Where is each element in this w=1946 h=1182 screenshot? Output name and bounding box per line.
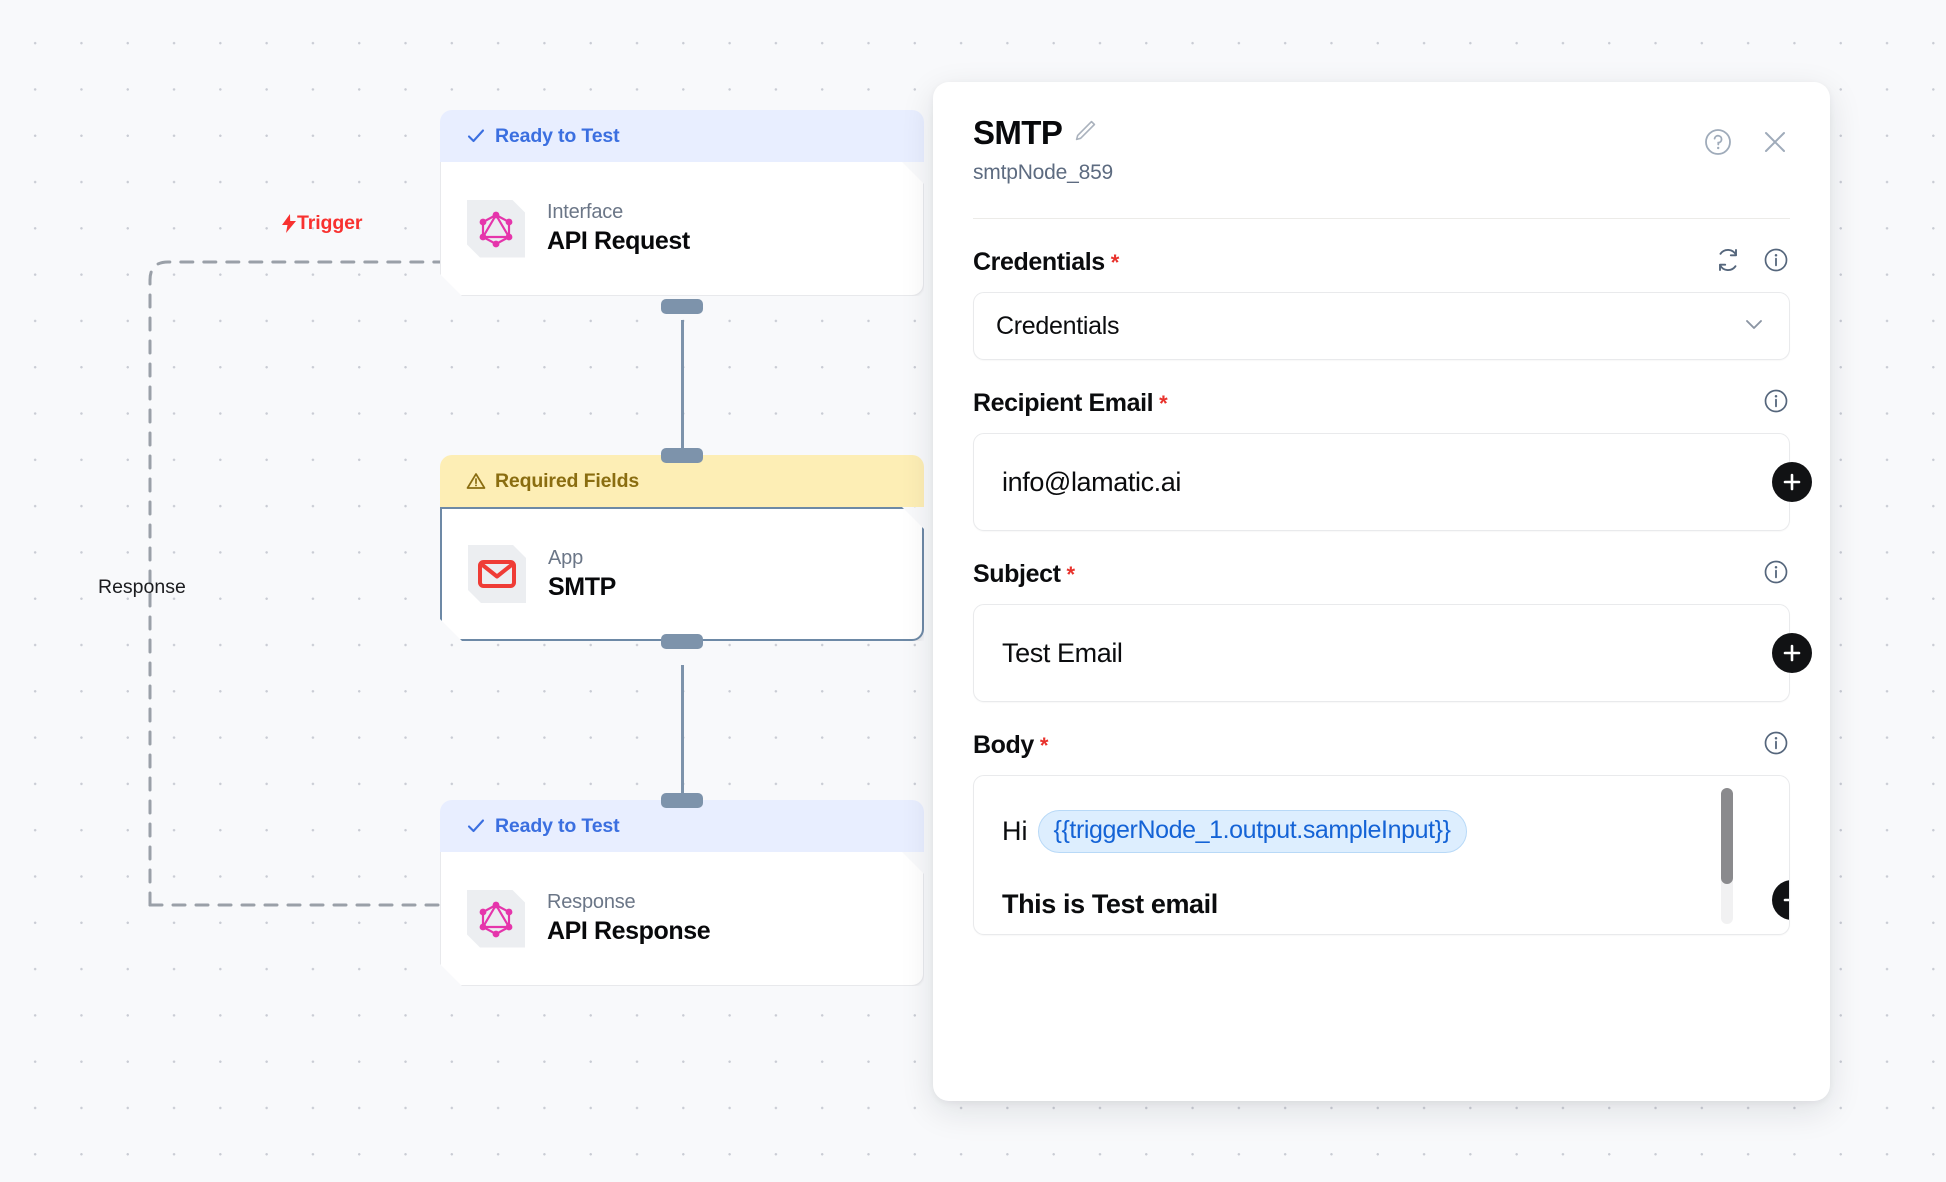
edge-label-trigger: Trigger: [282, 212, 363, 235]
subject-input[interactable]: Test Email: [973, 604, 1812, 702]
node-id-label: smtpNode_859: [973, 161, 1114, 184]
envelope-icon: [468, 545, 526, 603]
subject-value: Test Email: [1002, 637, 1123, 668]
node-status-label: Ready to Test: [495, 814, 620, 837]
credentials-select-value: Credentials: [996, 311, 1120, 340]
field-label-text: Body: [973, 731, 1034, 759]
node-output-handle[interactable]: [661, 299, 703, 314]
required-marker: *: [1110, 250, 1120, 275]
node-kind-label: Interface: [547, 201, 624, 223]
pencil-icon[interactable]: [1072, 118, 1098, 149]
body-scrollbar[interactable]: [1721, 788, 1733, 924]
field-credentials: Credentials *: [973, 246, 1790, 360]
field-label-text: Recipient Email: [973, 389, 1154, 417]
node-text-block: App SMTP: [548, 547, 616, 602]
connector-line-2: [681, 665, 684, 800]
node-kind-label: Response: [547, 891, 636, 913]
warning-triangle-icon: [466, 473, 486, 489]
graphql-icon: [467, 890, 525, 948]
node-status-ready-to-test: Ready to Test: [440, 800, 924, 852]
page-title: SMTP: [973, 114, 1063, 151]
node-input-handle[interactable]: [661, 448, 703, 463]
edge-label-trigger-text: Trigger: [297, 212, 363, 234]
chevron-down-icon: [1741, 311, 1767, 342]
plus-icon[interactable]: [1772, 633, 1812, 673]
field-body: Body *: [973, 729, 1790, 935]
panel-body: Credentials *: [933, 246, 1830, 935]
plus-icon[interactable]: [1772, 462, 1812, 502]
graphql-icon: [467, 200, 525, 258]
credentials-select[interactable]: Credentials: [973, 292, 1790, 360]
check-icon: [467, 129, 485, 143]
node-title-label: SMTP: [548, 572, 616, 601]
template-variable-chip[interactable]: {{triggerNode_1.output.sampleInput}}: [1037, 810, 1467, 853]
check-icon: [467, 819, 485, 833]
panel-divider: [973, 218, 1790, 219]
node-text-block: Interface API Request: [547, 201, 690, 256]
node-smtp[interactable]: Required Fields App SMTP: [440, 448, 924, 649]
node-api-response[interactable]: Ready to Test Response API: [440, 793, 924, 986]
info-circle-icon[interactable]: [1762, 387, 1790, 420]
node-card[interactable]: App SMTP: [440, 507, 924, 641]
info-circle-icon[interactable]: [1762, 729, 1790, 762]
node-output-handle[interactable]: [661, 634, 703, 649]
node-kind-label: App: [548, 546, 583, 569]
node-card[interactable]: Response API Response: [440, 852, 924, 986]
node-card[interactable]: Interface API Request: [440, 162, 924, 296]
node-input-handle[interactable]: [661, 793, 703, 808]
body-textarea[interactable]: Hi {{triggerNode_1.output.sampleInput}} …: [973, 775, 1790, 935]
edge-label-response: Response: [98, 576, 186, 598]
node-api-request[interactable]: Ready to Test Interface AP: [440, 110, 924, 314]
node-status-ready-to-test: Ready to Test: [440, 110, 924, 162]
node-status-required-fields: Required Fields: [440, 455, 924, 507]
node-text-block: Response API Response: [547, 891, 710, 946]
help-circle-icon[interactable]: [1702, 126, 1734, 163]
required-marker: *: [1039, 733, 1049, 758]
node-status-label: Ready to Test: [495, 124, 620, 147]
info-circle-icon[interactable]: [1762, 558, 1790, 591]
refresh-icon[interactable]: [1714, 246, 1742, 279]
plus-icon[interactable]: [1772, 880, 1789, 920]
node-title-label: API Request: [547, 227, 690, 255]
panel-header: SMTP smtpNode_859: [933, 82, 1830, 185]
body-text-prefix: Hi: [1002, 816, 1028, 846]
field-recipient-email: Recipient Email * in: [973, 387, 1812, 531]
close-icon[interactable]: [1760, 127, 1790, 162]
recipient-email-value: info@lamatic.ai: [1002, 466, 1181, 497]
field-label-text: Credentials: [973, 248, 1105, 276]
field-subject: Subject * Test Email: [973, 558, 1812, 702]
field-label-text: Subject: [973, 560, 1061, 588]
body-text-line-two: This is Test email: [1002, 889, 1218, 919]
lightning-bolt-icon: [282, 214, 296, 233]
required-marker: *: [1066, 562, 1076, 587]
recipient-email-input[interactable]: info@lamatic.ai: [973, 433, 1812, 531]
connector-line-1: [681, 320, 684, 455]
node-status-label: Required Fields: [495, 469, 640, 492]
required-marker: *: [1159, 391, 1168, 416]
info-circle-icon[interactable]: [1762, 246, 1790, 279]
node-config-panel[interactable]: SMTP smtpNode_859: [933, 82, 1830, 1101]
node-title-label: API Response: [547, 917, 711, 945]
